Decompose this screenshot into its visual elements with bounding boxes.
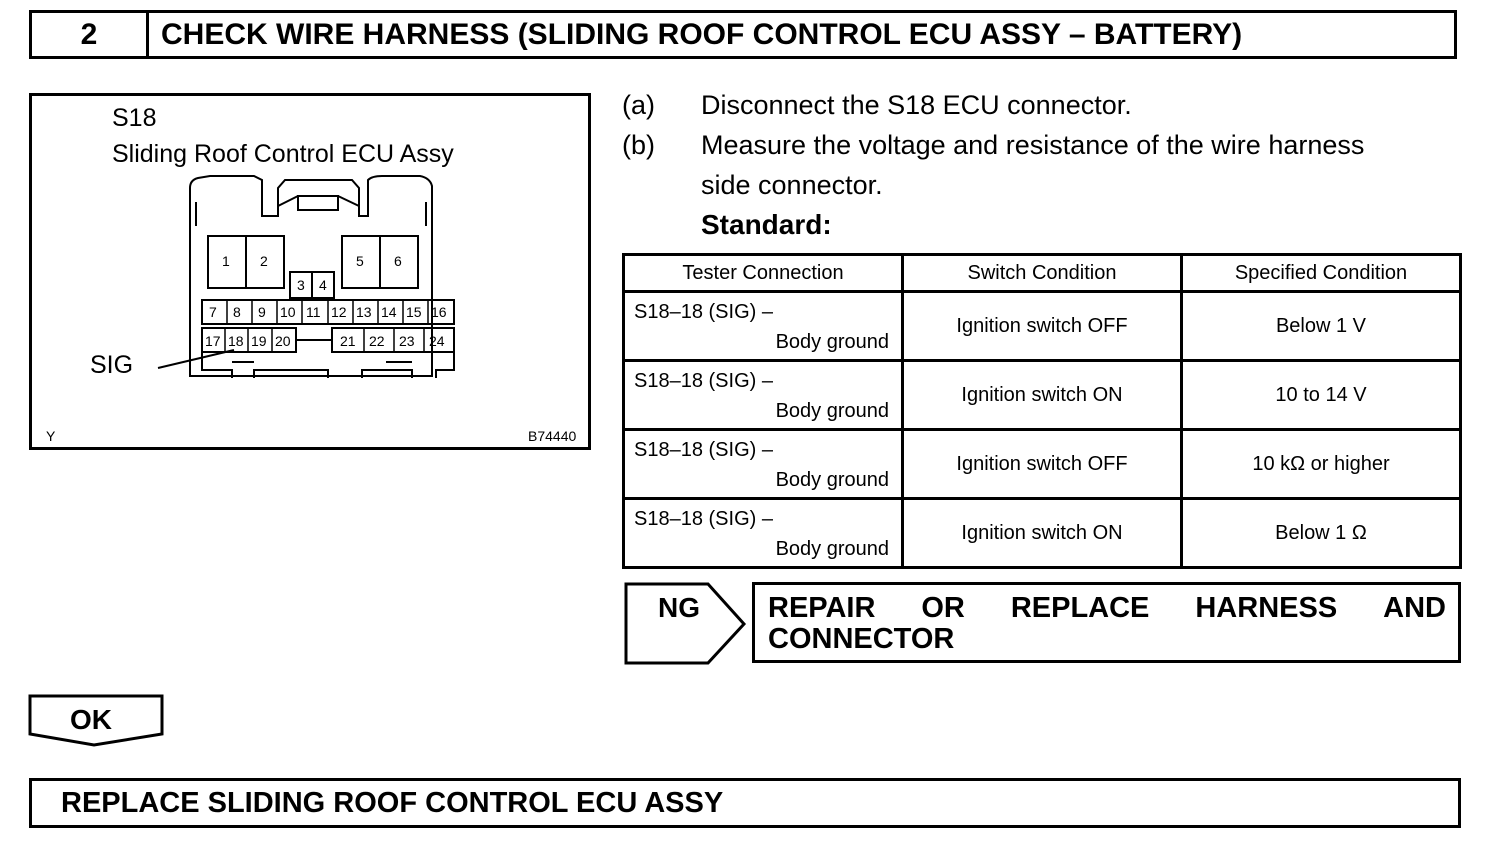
- tester-connection-line1: S18–18 (SIG) –: [634, 508, 773, 530]
- pin-number: 1: [222, 253, 230, 269]
- pin-number: 9: [258, 304, 266, 320]
- ng-action-word: AND: [1383, 592, 1446, 624]
- pin-number: 3: [297, 277, 305, 293]
- ng-action-box: REPAIR OR REPLACE HARNESS AND CONNECTOR: [752, 582, 1461, 663]
- tester-connection-line2: Body ground: [775, 331, 889, 353]
- pin-number: 19: [251, 333, 267, 349]
- connector-figure: S18 Sliding Roof Control ECU Assy SIG Y …: [29, 93, 591, 450]
- table-header-row: Tester Connection Switch Condition Speci…: [622, 253, 1462, 293]
- table-row: S18–18 (SIG) – Body ground Ignition swit…: [622, 497, 1462, 569]
- column-header: Specified Condition: [1180, 253, 1462, 293]
- switch-condition-cell: Ignition switch ON: [901, 359, 1183, 431]
- connector-drawing: [157, 175, 455, 378]
- pin-number: 18: [228, 333, 244, 349]
- table-row: S18–18 (SIG) – Body ground Ignition swit…: [622, 290, 1462, 362]
- switch-condition-cell: Ignition switch ON: [901, 497, 1183, 569]
- step-title: CHECK WIRE HARNESS (SLIDING ROOF CONTROL…: [161, 17, 1243, 51]
- pin-number: 10: [280, 304, 296, 320]
- tester-connection-line1: S18–18 (SIG) –: [634, 301, 773, 323]
- figure-code: B74440: [528, 428, 577, 444]
- final-action-text: REPLACE SLIDING ROOF CONTROL ECU ASSY: [61, 786, 724, 819]
- pin-number: 17: [205, 333, 221, 349]
- specified-condition-cell: Below 1 V: [1180, 290, 1462, 362]
- ng-action-word: REPLACE: [1010, 592, 1150, 624]
- pin-number: 6: [394, 253, 402, 269]
- ng-arrow: [624, 582, 747, 665]
- ng-action-word: OR: [921, 592, 965, 624]
- instruction-text: Measure the voltage and resistance of th…: [701, 130, 1365, 160]
- instruction-text: side connector.: [701, 170, 883, 200]
- pin-number: 5: [356, 253, 364, 269]
- pin-number: 8: [233, 304, 241, 320]
- tester-connection-line1: S18–18 (SIG) –: [634, 370, 773, 392]
- pin-number: 11: [306, 304, 321, 320]
- pin-number: 7: [209, 304, 217, 320]
- pin-number: 23: [399, 333, 415, 349]
- pin-number: 13: [356, 304, 372, 320]
- pin-number: 16: [431, 304, 447, 320]
- standard-label: Standard:: [701, 209, 832, 240]
- tester-connection-cell: S18–18 (SIG) – Body ground: [622, 359, 904, 431]
- ng-label: NG: [658, 592, 700, 623]
- specified-condition-cell: 10 to 14 V: [1180, 359, 1462, 431]
- specified-condition-cell: Below 1 Ω: [1180, 497, 1462, 569]
- switch-condition-cell: Ignition switch OFF: [901, 290, 1183, 362]
- pin-number: 15: [406, 304, 422, 320]
- column-header: Tester Connection: [622, 253, 904, 293]
- step-number: 2: [32, 13, 149, 56]
- specified-condition-cell: 10 kΩ or higher: [1180, 428, 1462, 500]
- spec-table: Tester Connection Switch Condition Speci…: [622, 253, 1462, 569]
- tester-connection-cell: S18–18 (SIG) – Body ground: [622, 428, 904, 500]
- pin-number: 24: [429, 333, 445, 349]
- connector-id: S18: [112, 104, 157, 132]
- ok-arrow: [28, 694, 164, 747]
- terminal-label: SIG: [90, 351, 134, 379]
- final-action-box: REPLACE SLIDING ROOF CONTROL ECU ASSY: [29, 778, 1461, 828]
- connector-name: Sliding Roof Control ECU Assy: [112, 140, 454, 168]
- ng-action-line2: CONNECTOR: [768, 623, 955, 655]
- pin-number: 20: [275, 333, 291, 349]
- pin-number: 2: [260, 253, 268, 269]
- switch-condition-cell: Ignition switch OFF: [901, 428, 1183, 500]
- tester-connection-line2: Body ground: [775, 538, 889, 560]
- pin-number: 4: [319, 277, 327, 293]
- pin-grid-dividers: [224, 300, 429, 352]
- step-header: 2 CHECK WIRE HARNESS (SLIDING ROOF CONTR…: [29, 10, 1457, 59]
- instruction-tag: (b): [622, 130, 655, 160]
- pin-number: 22: [369, 333, 385, 349]
- table-row: S18–18 (SIG) – Body ground Ignition swit…: [622, 428, 1462, 500]
- ok-label: OK: [70, 704, 112, 735]
- figure-corner-label: Y: [46, 428, 56, 444]
- ng-action-word: HARNESS: [1195, 592, 1338, 624]
- tester-connection-line1: S18–18 (SIG) –: [634, 439, 773, 461]
- tester-connection-cell: S18–18 (SIG) – Body ground: [622, 497, 904, 569]
- tester-connection-line2: Body ground: [775, 400, 889, 422]
- pin-number: 21: [340, 333, 356, 349]
- pin-number: 14: [381, 304, 397, 320]
- tester-connection-line2: Body ground: [775, 469, 889, 491]
- tester-connection-cell: S18–18 (SIG) – Body ground: [622, 290, 904, 362]
- table-row: S18–18 (SIG) – Body ground Ignition swit…: [622, 359, 1462, 431]
- ng-action-word: REPAIR: [768, 592, 876, 624]
- column-header: Switch Condition: [901, 253, 1183, 293]
- pin-number: 12: [331, 304, 347, 320]
- instruction-text: Disconnect the S18 ECU connector.: [701, 90, 1132, 120]
- ng-action-line1: REPAIR OR REPLACE HARNESS AND: [768, 593, 1446, 624]
- instruction-tag: (a): [622, 90, 655, 120]
